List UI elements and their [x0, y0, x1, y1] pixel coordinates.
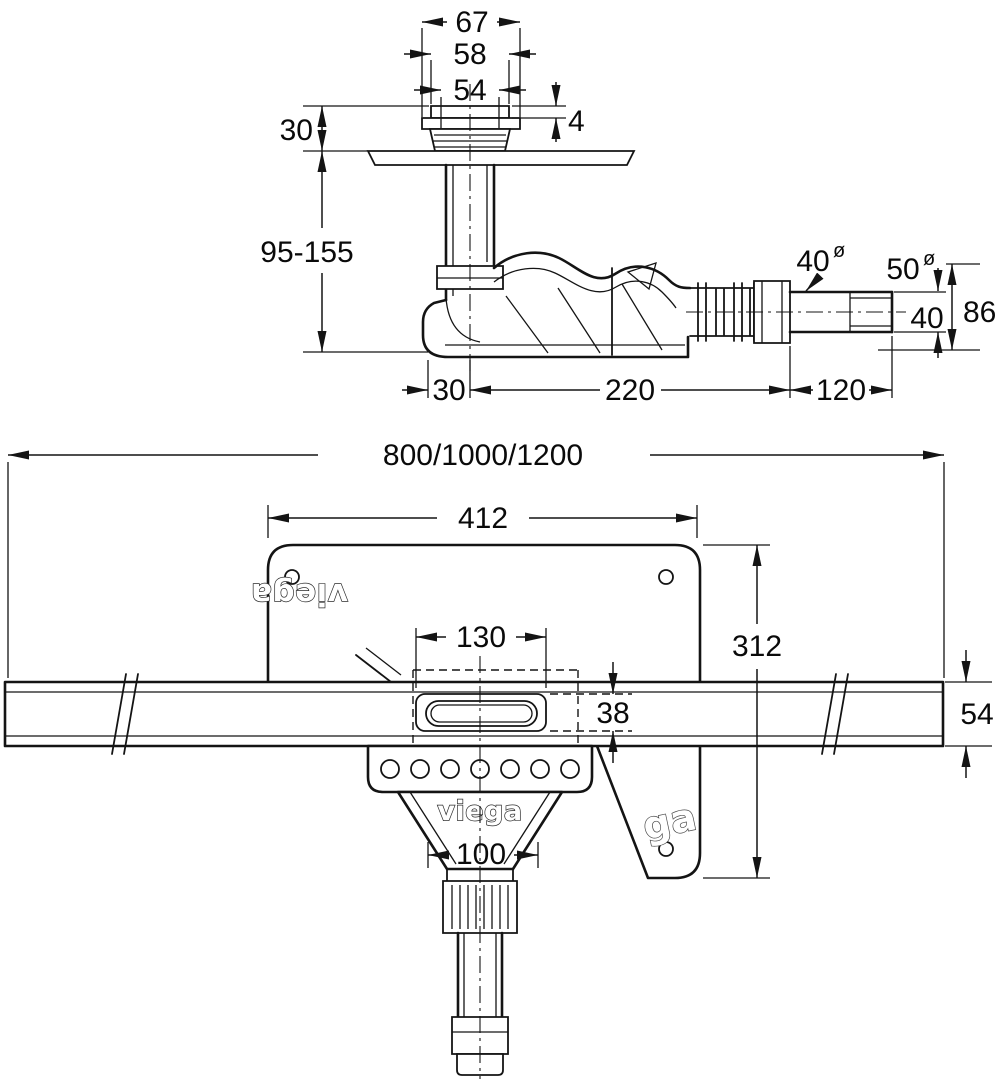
dim-label-95-155: 95-155: [260, 236, 353, 269]
dimension-220: 220: [470, 346, 791, 407]
dimension-312: 312: [703, 544, 782, 879]
drain-body: [366, 84, 906, 372]
break-mark-left: [111, 673, 139, 755]
dim-label-40-pipe: 40: [910, 302, 943, 335]
dimension-50-diameter: 50 ø: [886, 248, 943, 291]
viega-logo-upside-down: viega: [251, 576, 348, 612]
dim-label-54-top: 54: [453, 74, 486, 107]
dim-label-overall: 800/1000/1200: [383, 439, 583, 472]
break-mark-right: [821, 673, 849, 755]
dimension-40-pipe: 40: [894, 291, 946, 358]
dimension-54-top: 54: [414, 74, 526, 128]
dim-label-30-offset: 30: [432, 374, 465, 407]
dimension-30-height: 30: [280, 105, 429, 152]
dimension-38: 38: [596, 662, 630, 763]
dim-label-40-dia: 40: [796, 245, 829, 278]
dimension-120: 120: [790, 336, 893, 407]
dim-label-30-height: 30: [280, 114, 313, 147]
side-view: 67 58 54 4 30: [260, 6, 996, 407]
dim-label-50-dia: 50: [886, 253, 919, 286]
dim-label-86: 86: [963, 296, 996, 329]
dim-label-58: 58: [453, 38, 486, 71]
sealing-flange: [366, 150, 636, 166]
dimension-54-channel: 54: [945, 650, 994, 778]
plan-view: 800/1000/1200 viega ga: [3, 439, 994, 1079]
drain-slot-inner: [430, 704, 533, 723]
dimension-95-155: 95-155: [260, 151, 428, 353]
dim-label-312: 312: [732, 630, 782, 663]
dimension-100: 100: [427, 838, 539, 871]
dimension-30-offset: 30: [402, 360, 471, 407]
channel-body: [3, 669, 945, 755]
screw-hole: [658, 569, 674, 585]
dim-label-100: 100: [456, 838, 506, 871]
drain-funnel-assembly: viega: [366, 656, 594, 1079]
diameter-mark: ø: [833, 240, 845, 262]
dimension-4: 4: [512, 82, 585, 142]
dim-label-220: 220: [605, 374, 655, 407]
screw-hole: [658, 841, 674, 857]
drain-slot-outer: [425, 700, 538, 727]
dimension-130: 130: [415, 621, 547, 688]
mounting-plate: viega ga: [250, 543, 701, 880]
dim-label-412: 412: [458, 502, 508, 535]
dim-label-130: 130: [456, 621, 506, 654]
dim-label-120: 120: [816, 374, 866, 407]
outlet-stub: [456, 1053, 504, 1076]
screw-hole: [284, 569, 300, 585]
dimension-40-diameter: 40 ø: [796, 240, 845, 292]
dim-label-4: 4: [568, 105, 585, 138]
union-nut: [753, 280, 791, 344]
dim-label-38: 38: [596, 697, 629, 730]
dimension-67: 67: [421, 6, 521, 117]
diameter-mark-2: ø: [923, 248, 935, 270]
dim-label-54-channel: 54: [960, 698, 993, 731]
dimension-86: 86: [878, 263, 996, 351]
outlet-coupling: [451, 1016, 509, 1055]
dimension-412: 412: [267, 502, 698, 538]
dimension-overall-length: 800/1000/1200: [7, 439, 945, 678]
dim-label-67: 67: [455, 6, 488, 39]
viega-logo-partial: ga: [639, 794, 701, 848]
dimension-58: 58: [404, 38, 536, 104]
